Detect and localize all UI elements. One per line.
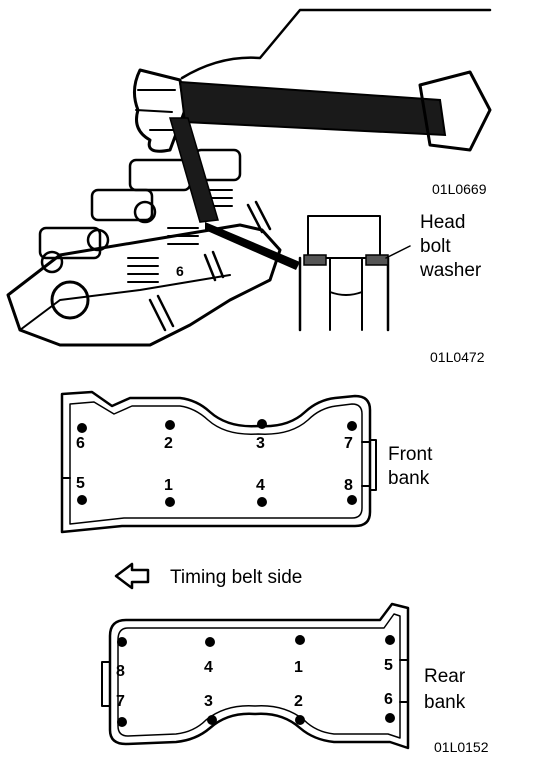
figure-code-middle: 01L0472 [430, 349, 485, 365]
front-bolt-number: 7 [344, 435, 353, 452]
bolt-hole [295, 635, 305, 645]
bolt-hole [205, 637, 215, 647]
callout-head: Head [420, 212, 465, 233]
rear-bolt-number: 5 [384, 657, 393, 674]
rear-bank-label-line2: bank [424, 692, 466, 713]
rear-bolt-number: 8 [116, 663, 125, 680]
rear-bolt-number: 2 [294, 693, 303, 710]
cylinder-head-illustration: 6 [6, 8, 492, 347]
front-bolt-number: 6 [76, 435, 85, 452]
bolt-hole [77, 423, 87, 433]
bolt-hole [295, 715, 305, 725]
rear-bolt-number: 1 [294, 659, 303, 676]
bolt-hole [385, 635, 395, 645]
rear-bolt-number: 7 [116, 693, 125, 710]
figure-code-bottom: 01L0152 [434, 739, 489, 755]
callout-bolt: bolt [420, 236, 451, 257]
front-bolt-number: 5 [76, 475, 85, 492]
rear-bolt-number: 6 [384, 691, 393, 708]
rear-bank-gasket: 8 4 1 5 7 3 2 6 [101, 602, 410, 750]
bolt-hole [117, 637, 127, 647]
left-arrow-icon [114, 562, 150, 590]
front-bank-label-line1: Front [388, 444, 433, 465]
bolt-hole [77, 495, 87, 505]
front-bolt-number: 1 [164, 477, 173, 494]
bolt-hole [257, 419, 267, 429]
bolt-hole [207, 715, 217, 725]
bolt-hole [117, 717, 127, 727]
rear-bank-label-line1: Rear [424, 666, 466, 687]
bolt-hole [165, 497, 175, 507]
front-bolt-number: 2 [164, 435, 173, 452]
front-bolt-number: 8 [344, 477, 353, 494]
svg-text:6: 6 [176, 263, 184, 279]
front-bolt-number: 4 [256, 477, 265, 494]
bolt-hole [347, 495, 357, 505]
bolt-hole [257, 497, 267, 507]
front-bolt-number: 3 [256, 435, 265, 452]
callout-washer: washer [419, 260, 482, 281]
rear-bolt-number: 3 [204, 693, 213, 710]
bolt-hole [347, 421, 357, 431]
timing-belt-side-label: Timing belt side [170, 567, 302, 588]
rear-bolt-number: 4 [204, 659, 213, 676]
washer-detail-inset [298, 215, 411, 332]
bolt-hole [165, 420, 175, 430]
figure-code-top: 01L0669 [432, 181, 487, 197]
front-bank-gasket: 6 2 3 7 5 1 4 8 [60, 390, 377, 534]
bolt-hole [385, 713, 395, 723]
front-bank-label-line2: bank [388, 468, 430, 489]
